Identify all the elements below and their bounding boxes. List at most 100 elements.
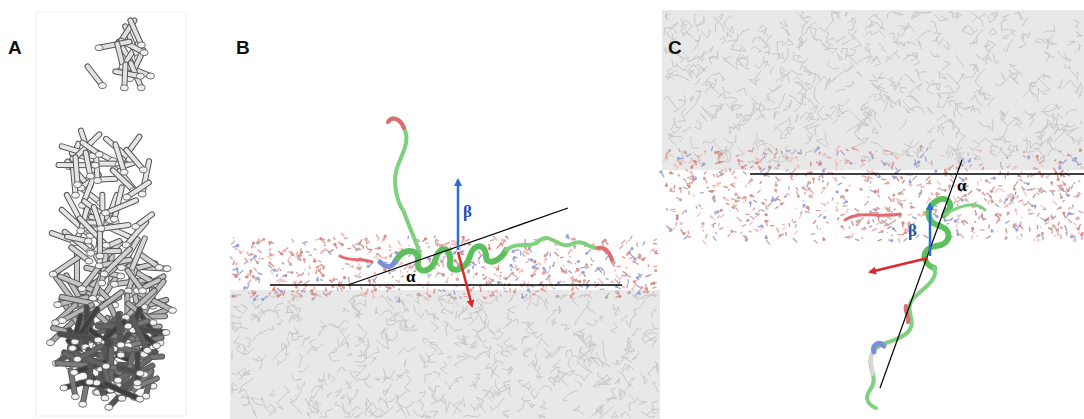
lipid-chain — [505, 351, 512, 355]
cylinder-cap — [137, 42, 145, 48]
headgroup-atom — [289, 263, 292, 266]
headgroup-atom — [645, 287, 648, 290]
headgroup-atom — [630, 247, 633, 250]
lipid-chain — [470, 403, 475, 410]
cylinder — [98, 231, 102, 256]
cylinder — [115, 144, 124, 172]
lipid-chain — [453, 401, 465, 407]
headgroup-atom — [367, 265, 370, 268]
cylinder-outline — [133, 318, 148, 350]
headgroup-bond — [435, 276, 436, 278]
cylinder-cap — [97, 226, 105, 232]
headgroup-bond — [483, 289, 484, 291]
headgroup-atom — [453, 297, 456, 300]
cylinder — [99, 42, 130, 48]
headgroup-atom — [495, 289, 498, 292]
headgroup-bond — [482, 274, 484, 276]
headgroup-bond — [560, 257, 563, 259]
lipid-chain — [358, 324, 364, 331]
headgroup-bond — [629, 249, 631, 251]
cylinder-outline — [127, 328, 166, 333]
headgroup-bond — [454, 290, 455, 294]
headgroup-bond — [628, 240, 630, 242]
cylinder-cap — [143, 347, 151, 353]
headgroup-atom — [351, 265, 354, 268]
lipid-chain — [243, 405, 249, 406]
headgroup-atom — [342, 286, 345, 289]
cylinder-cap — [54, 302, 62, 308]
lipid-chain — [502, 346, 517, 354]
headgroup-bond — [281, 262, 284, 264]
lipid-chain — [439, 295, 448, 301]
headgroup-atom — [247, 273, 250, 276]
cylinder-cap — [86, 379, 94, 385]
headgroup-atom — [504, 277, 507, 280]
lipid-chain — [278, 385, 289, 402]
headgroup-bond — [637, 257, 641, 258]
cylinder-cap — [95, 151, 103, 157]
lipid-chain — [337, 367, 346, 373]
cylinder-cap — [136, 370, 144, 376]
lipid-chain — [428, 385, 441, 392]
headgroup-atom — [567, 260, 570, 263]
headgroup-bond — [545, 270, 546, 273]
lipid-chain — [413, 409, 426, 417]
headgroup-atom — [428, 295, 431, 298]
lipid-chain — [447, 323, 461, 331]
headgroup-bond — [473, 287, 475, 289]
lipid-chain — [488, 327, 501, 336]
headgroup-bond — [334, 278, 338, 280]
lipid-chain — [341, 327, 348, 338]
headgroup-atom — [488, 247, 491, 250]
lipid-chain — [358, 337, 363, 342]
lipid-chain — [590, 406, 602, 417]
lipid-chain — [539, 386, 551, 391]
lipid-chain — [596, 352, 603, 368]
headgroup-atom — [343, 276, 346, 279]
headgroup-atom — [628, 251, 631, 254]
lipid-chain — [258, 405, 276, 413]
headgroup-atom — [652, 282, 655, 285]
lipid-chain — [232, 351, 233, 358]
headgroup-bond — [462, 250, 464, 255]
headgroup-atom — [290, 271, 293, 274]
lipid-chain — [267, 405, 276, 416]
lipid-chain — [474, 310, 481, 320]
headgroup-bond — [282, 251, 286, 252]
cylinder — [114, 187, 121, 219]
lipid-chain — [405, 375, 412, 392]
headgroup-atom — [515, 266, 518, 269]
headgroup-bond — [347, 247, 351, 249]
lipid-chain — [626, 337, 629, 348]
lipid-chain — [302, 337, 310, 346]
headgroup-bond — [500, 271, 501, 273]
cylinder-cap — [110, 281, 118, 287]
lipid-chain — [634, 301, 645, 316]
lipid-chain — [290, 390, 302, 402]
headgroup-atom — [249, 253, 252, 256]
headgroup-atom — [235, 275, 238, 278]
headgroup-atom — [489, 281, 492, 284]
lipid-chain — [307, 411, 315, 417]
headgroup-bond — [428, 246, 430, 248]
headgroup-bond — [284, 248, 288, 251]
headgroup-bond — [374, 272, 376, 274]
headgroup-atom — [367, 240, 370, 243]
headgroup-bond — [626, 284, 628, 289]
headgroup-bond — [619, 281, 621, 284]
lipid-chain — [644, 333, 656, 342]
headgroup-bond — [404, 268, 406, 270]
headgroup-bond — [239, 252, 241, 254]
headgroup-bond — [373, 255, 377, 258]
headgroup-bond — [283, 291, 285, 295]
headgroup-bond — [478, 251, 481, 255]
lipid-chain — [428, 355, 436, 362]
headgroup-atom — [318, 269, 321, 272]
lipid-chain — [369, 407, 383, 417]
lipid-chain — [233, 306, 241, 312]
cylinder — [117, 44, 123, 67]
headgroup-bond — [644, 291, 646, 293]
cylinder — [86, 153, 91, 177]
headgroup-atom — [253, 291, 256, 294]
headgroup-atom — [631, 287, 634, 290]
